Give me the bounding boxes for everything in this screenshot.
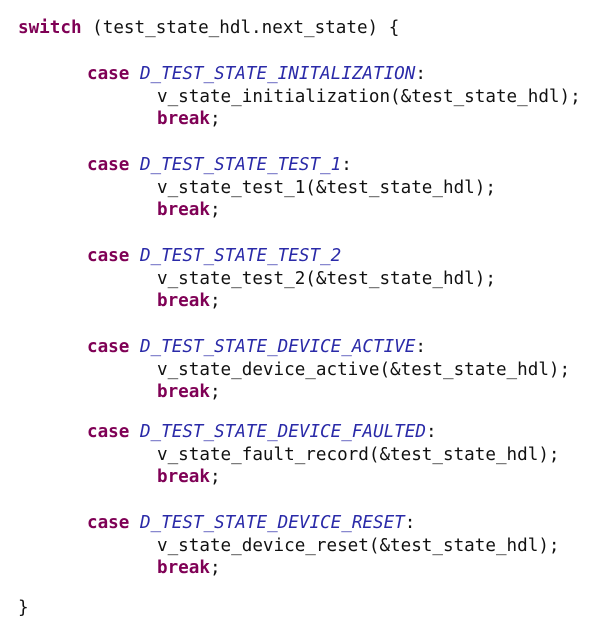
- break-keyword: break: [157, 558, 210, 578]
- case-label: D_TEST_STATE_INITALIZATION: [139, 64, 416, 84]
- closing-brace: }: [18, 598, 29, 618]
- break-semicolon: ;: [209, 558, 221, 578]
- case-line: case D_TEST_STATE_DEVICE_FAULTED:: [87, 421, 437, 443]
- case-colon: :: [415, 64, 426, 84]
- break-line: break;: [157, 290, 221, 312]
- case-line: case D_TEST_STATE_TEST_2: [87, 245, 341, 267]
- case-keyword: case: [87, 337, 130, 357]
- function-call: v_state_device_reset(&test_state_hdl);: [157, 536, 560, 556]
- case-line: case D_TEST_STATE_DEVICE_RESET:: [87, 512, 415, 534]
- case-keyword: case: [87, 513, 130, 533]
- case-colon: :: [341, 155, 352, 175]
- case-line: case D_TEST_STATE_INITALIZATION:: [87, 63, 426, 85]
- case-keyword: case: [87, 422, 130, 442]
- case-colon: :: [425, 422, 437, 442]
- break-keyword: break: [157, 467, 210, 487]
- case-keyword: case: [87, 155, 130, 175]
- break-semicolon: ;: [209, 109, 221, 129]
- case-label: D_TEST_STATE_DEVICE_FAULTED: [139, 422, 426, 442]
- case-keyword: case: [87, 64, 130, 84]
- break-keyword: break: [157, 109, 210, 129]
- break-semicolon: ;: [209, 291, 221, 311]
- break-line: break;: [157, 199, 221, 221]
- case-keyword: case: [87, 246, 130, 266]
- case-label: D_TEST_STATE_TEST_1: [139, 155, 342, 175]
- break-line: break;: [157, 466, 221, 488]
- break-keyword: break: [157, 200, 210, 220]
- case-label: D_TEST_STATE_TEST_2: [139, 246, 342, 266]
- case-line: case D_TEST_STATE_TEST_1:: [87, 154, 352, 176]
- case-colon: :: [415, 337, 426, 357]
- break-keyword: break: [157, 291, 210, 311]
- function-call: v_state_device_active(&test_state_hdl);: [157, 360, 571, 380]
- function-call: v_state_test_2(&test_state_hdl);: [157, 269, 496, 289]
- case-label: D_TEST_STATE_DEVICE_RESET: [139, 513, 405, 533]
- function-call: v_state_fault_record(&test_state_hdl);: [157, 445, 560, 465]
- break-semicolon: ;: [209, 467, 221, 487]
- case-label: D_TEST_STATE_DEVICE_ACTIVE: [139, 337, 416, 357]
- case-colon: :: [404, 513, 416, 533]
- break-semicolon: ;: [209, 200, 221, 220]
- break-line: break;: [157, 557, 221, 579]
- break-line: break;: [157, 108, 221, 130]
- switch-line: switch (test_state_hdl.next_state) {: [18, 17, 399, 39]
- switch-keyword: switch: [18, 18, 82, 38]
- case-line: case D_TEST_STATE_DEVICE_ACTIVE:: [87, 336, 426, 358]
- switch-expression: (test_state_hdl.next_state) {: [81, 18, 400, 38]
- break-semicolon: ;: [209, 382, 221, 402]
- function-call: v_state_test_1(&test_state_hdl);: [157, 178, 496, 198]
- break-keyword: break: [157, 382, 210, 402]
- break-line: break;: [157, 381, 221, 403]
- function-call: v_state_initialization(&test_state_hdl);: [157, 87, 581, 107]
